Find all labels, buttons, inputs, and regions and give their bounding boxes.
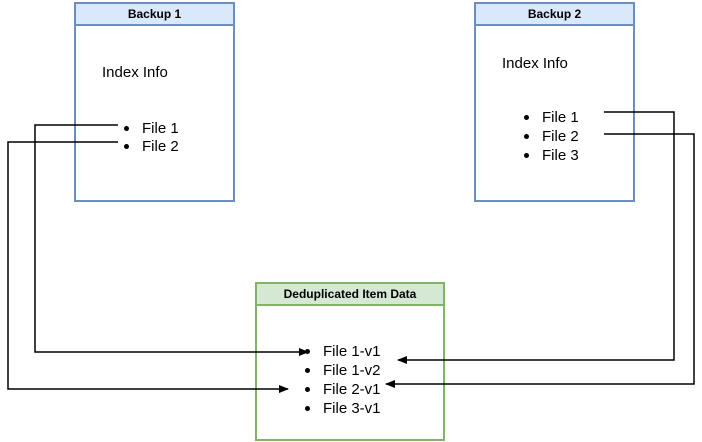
- backup-2-index-title: Index Info: [502, 55, 568, 72]
- dedup-box: Deduplicated Item Data File 1-v1 File 1-…: [255, 282, 445, 441]
- bullet-icon: [305, 405, 310, 411]
- bullet-icon: [524, 114, 529, 120]
- backup-2-box: Backup 2 Index Info File 1 File 2 File 3: [474, 2, 635, 202]
- backup-2-item-file-3: File 3: [524, 147, 579, 165]
- item-label: File 2: [142, 138, 179, 155]
- dedup-item-file-2-v1: File 2-v1: [305, 381, 381, 399]
- bullet-icon: [124, 125, 129, 131]
- item-label: File 1-v1: [323, 343, 381, 360]
- connector-b1-file1-to-file1-v1: [34, 124, 309, 356]
- dedup-item-file-1-v2: File 1-v2: [305, 362, 381, 380]
- item-label: File 1-v2: [323, 362, 381, 379]
- item-label: File 1: [542, 109, 579, 126]
- connector-b2-file2-to-file2-v1: [385, 133, 695, 388]
- bullet-icon: [524, 152, 529, 158]
- connector-b1-file2-to-file2-v1: [7, 141, 289, 393]
- backup-1-box: Backup 1 Index Info File 1 File 2: [74, 2, 235, 202]
- backup-1-index-title: Index Info: [102, 64, 168, 81]
- item-label: File 2: [542, 128, 579, 145]
- dedup-item-file-3-v1: File 3-v1: [305, 400, 381, 418]
- item-label: File 2-v1: [323, 381, 381, 398]
- backup-1-item-file-1: File 1: [124, 120, 179, 138]
- bullet-icon: [124, 143, 129, 149]
- bullet-icon: [305, 367, 310, 373]
- backup-1-header: Backup 1: [76, 4, 233, 26]
- backup-1-item-file-2: File 2: [124, 138, 179, 156]
- dedup-header: Deduplicated Item Data: [257, 284, 443, 306]
- bullet-icon: [524, 133, 529, 139]
- connector-b2-file1-to-file1-v2: [397, 111, 675, 364]
- item-label: File 3: [542, 147, 579, 164]
- backup-2-item-file-1: File 1: [524, 109, 579, 127]
- item-label: File 3-v1: [323, 400, 381, 417]
- bullet-icon: [305, 386, 310, 392]
- backup-2-item-file-2: File 2: [524, 128, 579, 146]
- backup-2-header: Backup 2: [476, 4, 633, 26]
- item-label: File 1: [142, 120, 179, 137]
